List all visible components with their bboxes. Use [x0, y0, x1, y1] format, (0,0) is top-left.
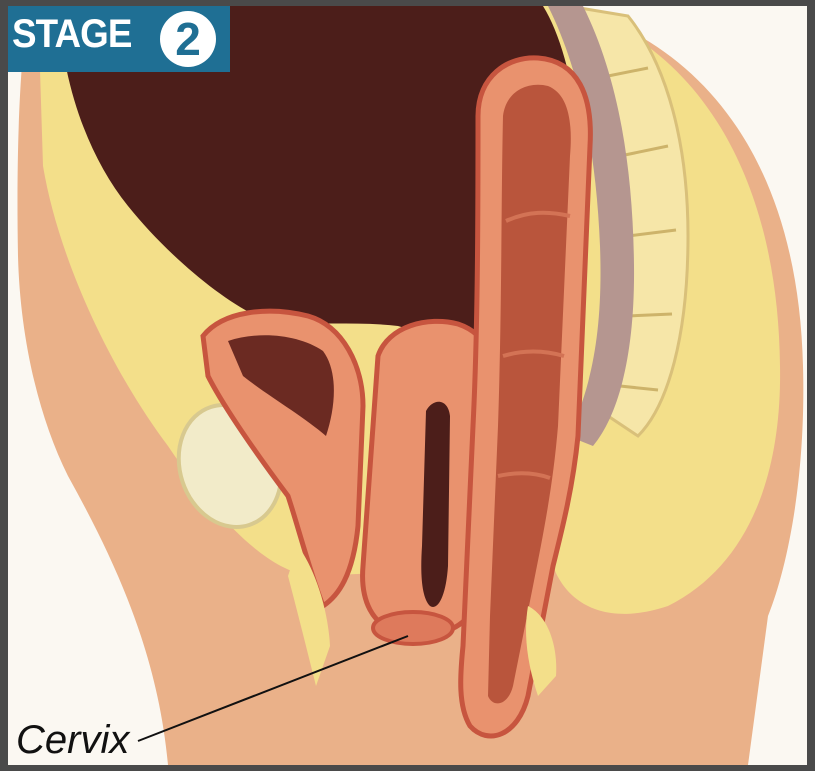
uterine-cavity [421, 402, 450, 607]
stage-number-circle: 2 [160, 11, 216, 67]
cervix-label: Cervix [16, 718, 129, 763]
stage-badge: STAGE 2 [8, 6, 230, 72]
cervix [373, 612, 453, 644]
pelvic-anatomy-illustration [8, 6, 807, 765]
stage-title: STAGE [12, 12, 131, 57]
